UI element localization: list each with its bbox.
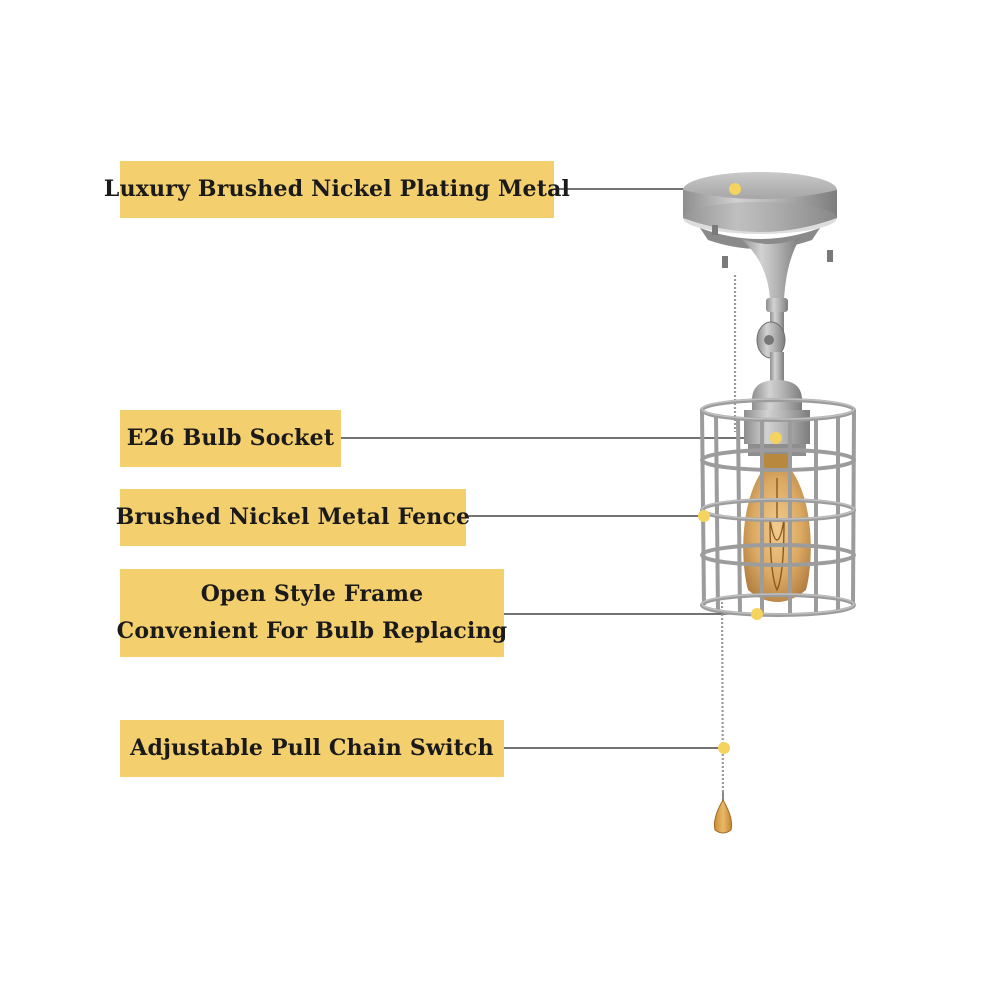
callout-text-line-2: Convenient For Bulb Replacing: [116, 618, 508, 644]
marker-dot: [718, 742, 730, 754]
wire-cage-icon: [700, 398, 856, 617]
marker-dot: [751, 608, 763, 620]
edison-bulb-icon: [743, 454, 811, 602]
callout-pull-chain: Adjustable Pull Chain Switch: [120, 720, 504, 777]
marker-dot: [729, 183, 741, 195]
pull-chain-icon: [720, 275, 737, 801]
pull-knob-icon: [713, 792, 733, 834]
callout-text: Luxury Brushed Nickel Plating Metal: [103, 176, 571, 202]
callout-metal-fence: Brushed Nickel Metal Fence: [116, 489, 470, 546]
marker-dot: [770, 432, 782, 444]
callout-text: E26 Bulb Socket: [126, 425, 335, 451]
callout-text: Adjustable Pull Chain Switch: [130, 735, 494, 761]
callout-text: Brushed Nickel Metal Fence: [115, 504, 471, 530]
swivel-joint-icon: [756, 298, 788, 382]
marker-dot: [698, 510, 710, 522]
callout-open-frame: Open Style Frame Convenient For Bulb Rep…: [117, 569, 507, 657]
ceiling-canopy-icon: [683, 172, 837, 300]
callout-bulb-socket: E26 Bulb Socket: [120, 410, 341, 467]
callout-plating-metal: Luxury Brushed Nickel Plating Metal: [104, 161, 570, 218]
leader-lines: [341, 188, 776, 749]
marker-dots: [698, 183, 782, 754]
callout-text-line-1: Open Style Frame: [200, 581, 424, 607]
